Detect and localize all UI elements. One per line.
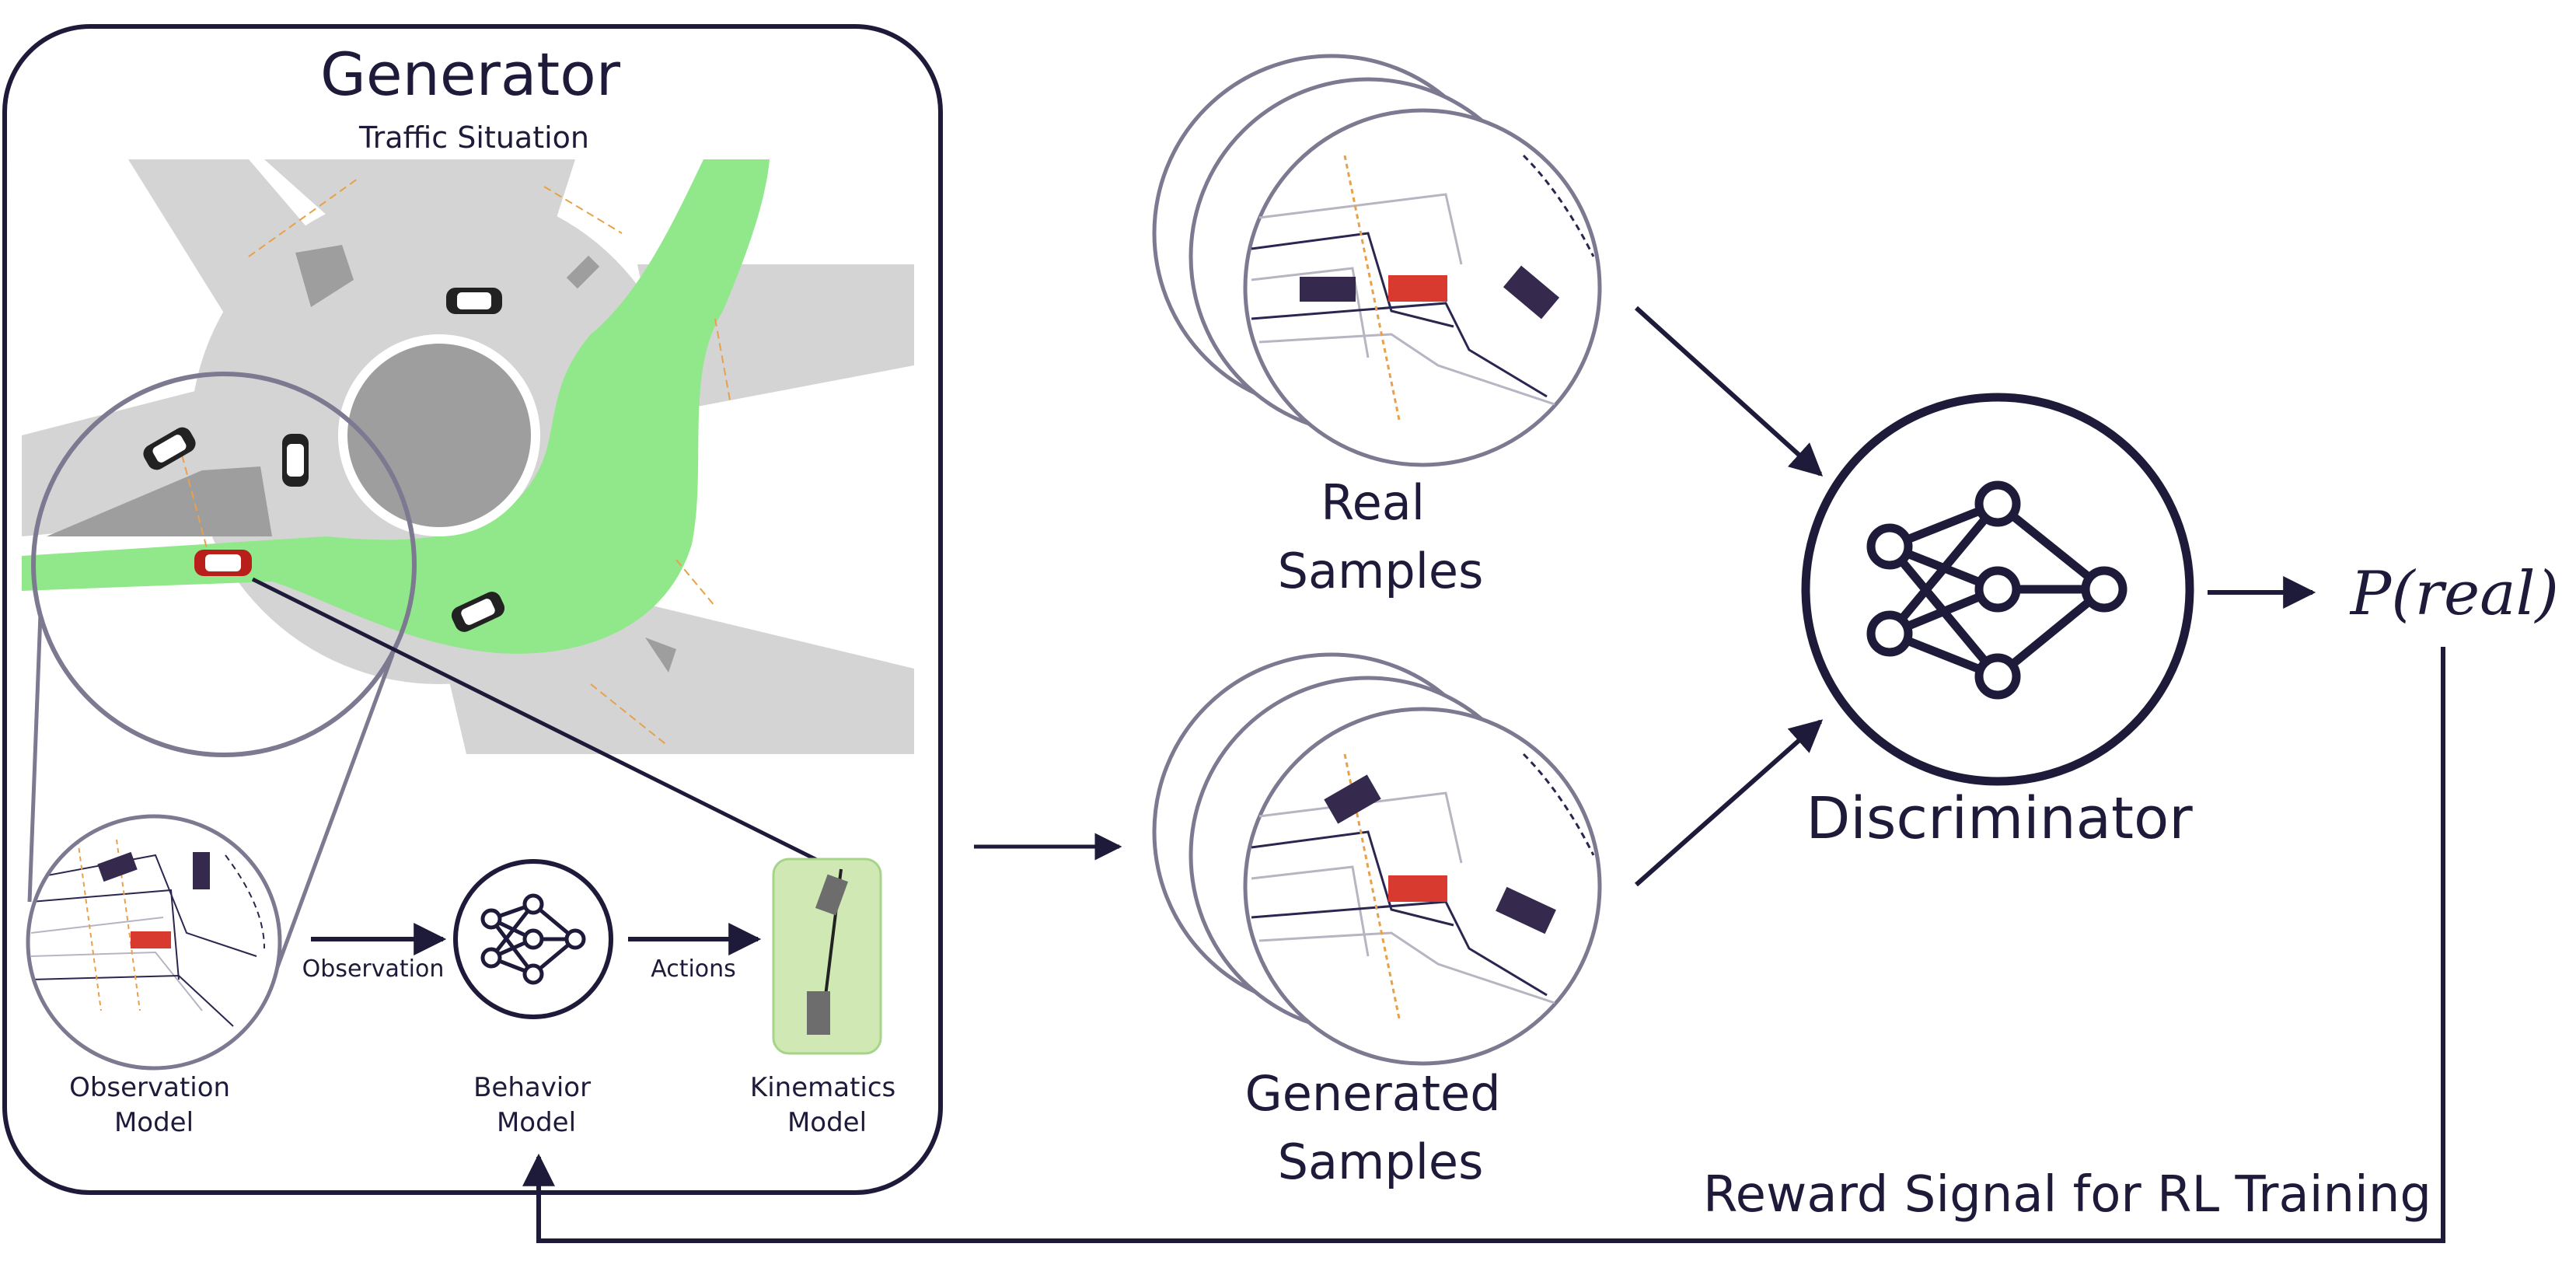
generator-title: Generator xyxy=(320,40,621,109)
reward-signal-label: Reward Signal for RL Training xyxy=(1703,1166,2431,1224)
center-island xyxy=(347,344,531,527)
route-highlight xyxy=(22,159,770,654)
road-southeast xyxy=(544,591,914,754)
behavior-model-label: Behavior Model xyxy=(473,1072,599,1138)
real-samples-stack xyxy=(1152,54,1602,467)
traffic-map xyxy=(22,159,914,754)
probability-real-label: P(real) xyxy=(2349,559,2559,629)
observation-model-label: Observation Model xyxy=(69,1072,239,1138)
vehicle-car xyxy=(446,288,502,314)
real-to-discriminator-arrow xyxy=(1634,306,1824,477)
generated-samples-stack xyxy=(1152,652,1602,1066)
observation-model-view xyxy=(26,814,282,1071)
kinematics-model-icon xyxy=(772,858,882,1055)
generator-subtitle: Traffic Situation xyxy=(358,121,589,155)
reward-feedback-arrow xyxy=(522,647,2445,1243)
generated-to-discriminator-arrow xyxy=(1635,719,1824,887)
real-samples-label: Real Samples xyxy=(1278,474,1484,599)
observation-magnifier xyxy=(31,372,417,757)
ego-vehicle xyxy=(194,550,252,576)
observation-arrow-label: Observation xyxy=(302,955,445,983)
discriminator-icon xyxy=(1801,393,2194,786)
kinematics-model-label: Kinematics Model xyxy=(750,1072,904,1138)
actions-arrow-label: Actions xyxy=(651,955,736,983)
discriminator-label: Discriminator xyxy=(1806,785,2193,852)
generated-samples-label: Generated Samples xyxy=(1245,1065,1517,1190)
behavior-model-icon xyxy=(453,859,613,1019)
